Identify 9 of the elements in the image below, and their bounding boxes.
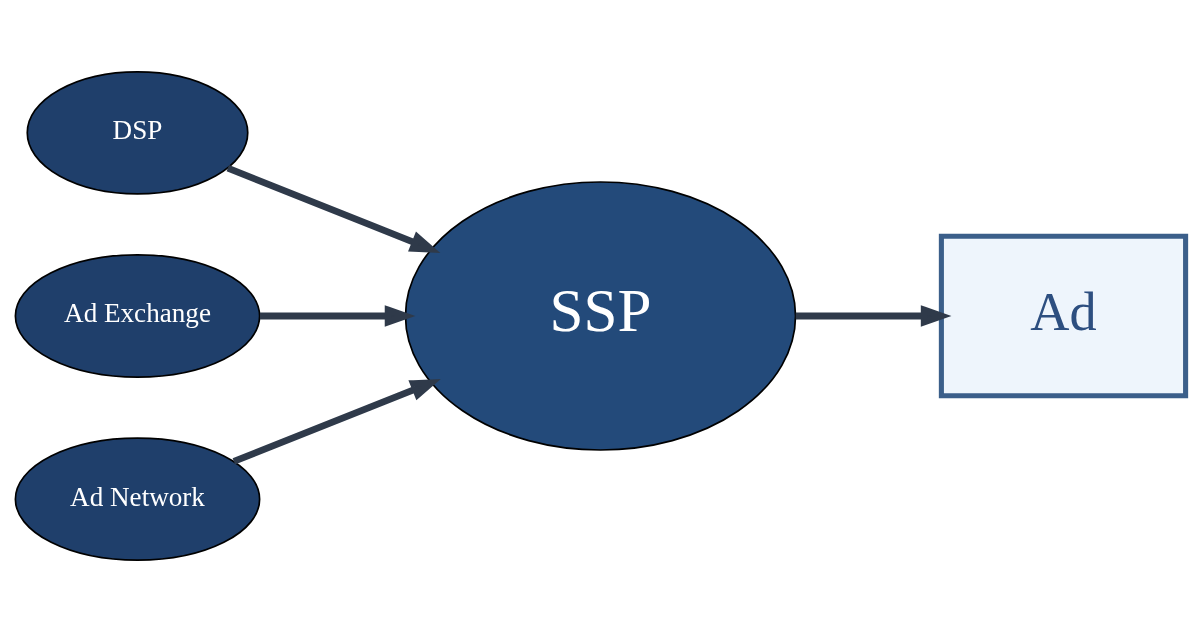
arrow [226, 164, 441, 253]
node-ellipse: Ad Network [14, 436, 261, 561]
node-ellipse: DSP [26, 70, 249, 195]
arrow [232, 378, 441, 465]
arrow [795, 304, 952, 327]
node-box: Ad [938, 233, 1189, 398]
node-ellipse: SSP [404, 180, 797, 451]
arrow [259, 304, 416, 327]
node-ellipse: Ad Exchange [14, 253, 261, 378]
